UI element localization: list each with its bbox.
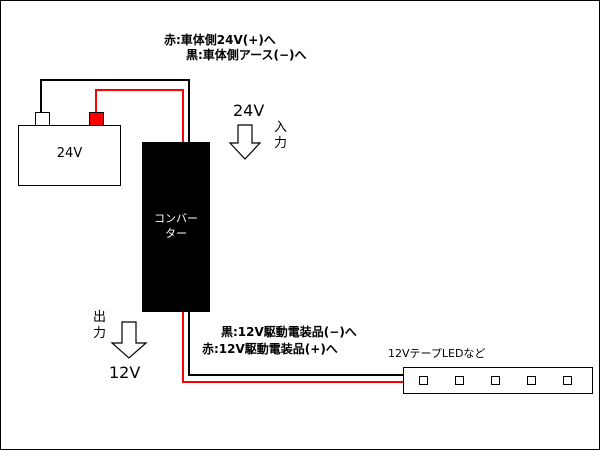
led-strip-label: 12VテープLEDなど xyxy=(388,347,486,360)
output-negative-wire xyxy=(188,312,403,376)
led-chip xyxy=(527,376,536,385)
output-arrow-icon xyxy=(110,321,148,359)
input-voltage-label: 24V xyxy=(233,101,265,120)
battery-24v: 24V xyxy=(18,125,121,186)
led-chip xyxy=(563,376,572,385)
input-label-char-1: 入 xyxy=(274,120,288,135)
led-chip xyxy=(419,376,428,385)
converter-label: コンバー ター xyxy=(154,212,198,240)
black-equipment-minus-label: 黒:12V駆動電装品(−)へ xyxy=(221,325,357,339)
output-label-char-2: 力 xyxy=(93,326,107,341)
red-equipment-plus-label: 赤:12V駆動電装品(+)へ xyxy=(202,342,338,356)
led-tape-strip xyxy=(403,367,593,394)
led-chip xyxy=(491,376,500,385)
battery-voltage-label: 24V xyxy=(56,146,83,161)
battery-negative-wire xyxy=(40,79,190,142)
black-vehicle-ground-label: 黒:車体側アース(−)へ xyxy=(186,48,307,62)
input-label-char-2: 力 xyxy=(274,136,288,151)
output-positive-wire xyxy=(182,312,403,383)
battery-positive-wire xyxy=(95,89,184,142)
output-label-char-1: 出 xyxy=(93,310,107,325)
led-chip xyxy=(455,376,464,385)
converter-box: コンバー ター xyxy=(142,142,210,312)
input-arrow-icon xyxy=(228,124,262,160)
output-voltage-label: 12V xyxy=(109,363,141,382)
red-vehicle-plus-label: 赤:車体側24V(+)へ xyxy=(164,33,276,47)
